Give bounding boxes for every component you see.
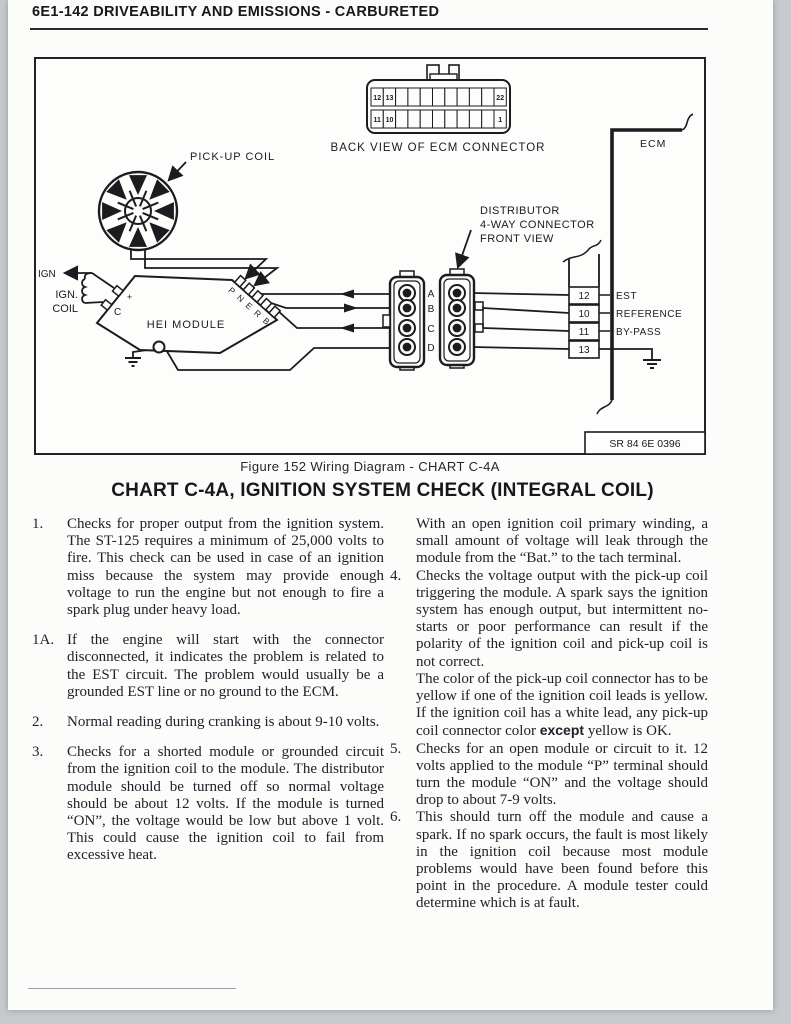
svg-text:1: 1 xyxy=(498,117,502,124)
step-number: 2. xyxy=(32,714,44,731)
svg-text:13: 13 xyxy=(386,95,394,102)
scan-artifact-line xyxy=(28,988,236,989)
wires xyxy=(62,161,653,371)
svg-text:P: P xyxy=(226,285,237,296)
ign-label: IGN xyxy=(38,269,56,280)
procedure-column-right: With an open ignition coil primary windi… xyxy=(390,516,708,913)
svg-text:D: D xyxy=(427,343,434,354)
distributor-4way-connector xyxy=(438,268,484,369)
step-number: 4. xyxy=(390,567,402,584)
procedure-column-left: 1. Checks for proper output from the ign… xyxy=(32,516,384,878)
svg-text:11: 11 xyxy=(579,327,590,338)
emphasis-except: except xyxy=(539,722,585,739)
figure-stamp: SR 84 6E 0396 xyxy=(584,431,706,455)
ecm-label: ECM xyxy=(640,138,666,150)
step-number: 5. xyxy=(390,740,402,757)
svg-text:10: 10 xyxy=(578,309,590,320)
harness-connector xyxy=(382,270,426,371)
step-text: If the engine will start with the connec… xyxy=(67,632,384,700)
svg-text:A: A xyxy=(428,289,435,300)
distributor-label: DISTRIBUTOR 4-WAY CONNECTOR FRONT VIEW xyxy=(480,205,595,245)
ecm-boundary-line xyxy=(596,113,694,415)
svg-text:22: 22 xyxy=(496,95,504,102)
svg-text:10: 10 xyxy=(386,117,394,124)
step-number: 1A. xyxy=(32,632,55,649)
svg-text:13: 13 xyxy=(578,345,590,356)
svg-text:FRONT VIEW: FRONT VIEW xyxy=(480,233,554,245)
step-text: Checks the voltage output with the pick-… xyxy=(416,567,708,670)
step-text: This should turn off the module and caus… xyxy=(416,809,708,912)
hei-module-label: HEI MODULE xyxy=(147,319,225,331)
c-terminal-label: C xyxy=(114,307,121,318)
svg-text:DISTRIBUTOR: DISTRIBUTOR xyxy=(480,205,560,217)
pick-up-coil xyxy=(97,170,179,252)
svg-text:11: 11 xyxy=(373,117,381,124)
ecm-connector-back-view: 12 13 22 11 10 1 BACK VIEW OF ECM CONNEC… xyxy=(331,64,546,154)
ign-coil-label-2: COIL xyxy=(52,303,78,315)
svg-text:12: 12 xyxy=(578,291,590,302)
svg-text:4-WAY CONNECTOR: 4-WAY CONNECTOR xyxy=(480,219,595,231)
wiring-diagram-figure: PICK-UP COIL P N E R B + C HEI MODULE IG xyxy=(34,57,706,455)
step-note: The color of the pick-up coil connector … xyxy=(416,670,708,740)
step-text: With an open ignition coil primary windi… xyxy=(416,516,708,567)
pick-up-coil-label: PICK-UP COIL xyxy=(190,151,275,163)
procedure-step-5: 5. Checks for an open module or circuit … xyxy=(390,741,708,810)
svg-text:SR 84 6E 0396: SR 84 6E 0396 xyxy=(609,438,680,450)
procedure-step-3: 3. Checks for a shorted module or ground… xyxy=(32,744,384,864)
step-number: 6. xyxy=(390,809,402,826)
step-text: Checks for proper output from the igniti… xyxy=(67,516,384,619)
step-number: 3. xyxy=(32,744,44,761)
svg-text:B: B xyxy=(261,316,272,327)
step-number: 1. xyxy=(32,516,44,532)
svg-text:EST: EST xyxy=(616,291,637,302)
svg-text:C: C xyxy=(427,324,434,335)
ecm-connector-caption: BACK VIEW OF ECM CONNECTOR xyxy=(331,142,546,154)
svg-text:REFERENCE: REFERENCE xyxy=(616,309,682,320)
step-text: Checks for a shorted module or grounded … xyxy=(67,744,384,864)
svg-text:E: E xyxy=(244,300,255,311)
page-title: CHART C-4A, IGNITION SYSTEM CHECK (INTEG… xyxy=(111,480,654,501)
procedure-step-3-continued: With an open ignition coil primary windi… xyxy=(390,516,708,568)
hei-module: P N E R B + C HEI MODULE xyxy=(95,274,282,367)
svg-text:BY-PASS: BY-PASS xyxy=(616,327,661,338)
svg-text:12: 12 xyxy=(373,95,381,102)
header-rule xyxy=(30,28,708,30)
procedure-step-4: 4. Checks the voltage output with the pi… xyxy=(390,568,708,741)
step-text: Checks for an open module or circuit to … xyxy=(416,740,708,809)
plus-terminal-label: + xyxy=(127,292,132,302)
procedure-step-6: 6. This should turn off the module and c… xyxy=(390,809,708,912)
procedure-step-1: 1. Checks for proper output from the ign… xyxy=(32,516,384,619)
wire-flow-arrows xyxy=(340,289,358,333)
ign-coil-label-1: IGN. xyxy=(55,289,78,301)
procedure-step-1a: 1A. If the engine will start with the co… xyxy=(32,632,384,701)
svg-text:R: R xyxy=(252,308,263,320)
figure-caption: Figure 152 Wiring Diagram - CHART C-4A xyxy=(240,459,500,474)
procedure-step-2: 2. Normal reading during cranking is abo… xyxy=(32,714,384,731)
ecm-terminal-strip: 12 10 11 13 EST REFERENCE BY-PASS xyxy=(562,239,682,369)
svg-text:N: N xyxy=(235,293,246,305)
step-text: Normal reading during cranking is about … xyxy=(67,714,380,731)
connector-pin-letters: A B C D xyxy=(427,289,434,354)
svg-text:B: B xyxy=(428,304,435,315)
page-header: 6E1-142 DRIVEABILITY AND EMISSIONS - CAR… xyxy=(32,4,440,20)
